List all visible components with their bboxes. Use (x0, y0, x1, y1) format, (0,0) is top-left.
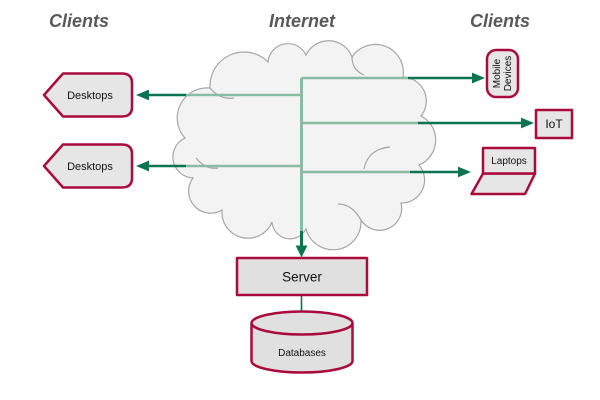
node-iot: IoT (534, 108, 574, 140)
node-desktops-top: Desktops (42, 72, 134, 118)
cloud-shape (172, 40, 437, 251)
connector-cloud-server (295, 231, 308, 258)
connector-cloud-mobile (408, 72, 485, 84)
arrowhead-right-icon (458, 166, 471, 178)
database-cylinder-shape (250, 310, 354, 374)
arrowhead-left-icon (136, 160, 149, 172)
arrowhead-left-icon (136, 89, 149, 101)
cloud-internal-links (186, 76, 418, 231)
server-shape (235, 256, 369, 297)
laptop-screen-shape (481, 146, 537, 175)
cloud-detail-arc (363, 146, 391, 170)
desktop-shape (42, 143, 134, 189)
mobile-devices-label-line2: Devices (503, 56, 514, 92)
cloud-detail-arc (351, 56, 365, 76)
iot-shape (534, 108, 574, 140)
arrowhead-down-icon (295, 245, 308, 258)
title-clients-right: Clients (470, 11, 530, 31)
database-cylinder-top-arc (250, 322, 354, 336)
server-label: Server (282, 270, 322, 285)
internet-cloud (172, 40, 437, 251)
desktops-bottom-label: Desktops (67, 161, 113, 173)
connector-cloud-iot (418, 117, 534, 129)
cloud-detail-arc (209, 87, 235, 99)
arrowhead-right-icon (472, 72, 485, 84)
arrowhead-right-icon (521, 117, 534, 129)
desktop-shape (42, 72, 134, 118)
node-databases: Databases (250, 310, 354, 374)
connector-cloud-desktops-top (136, 89, 186, 101)
node-mobile-devices: Mobile Devices (485, 48, 520, 99)
title-internet: Internet (269, 11, 336, 31)
laptop-keyboard-shape (470, 172, 537, 196)
node-server: Server (235, 256, 369, 297)
cloud-detail-arc (337, 203, 362, 221)
desktops-top-label: Desktops (67, 90, 113, 102)
connector-cloud-desktops-bottom (136, 160, 186, 172)
connector-cloud-laptops (410, 166, 471, 178)
iot-label: IoT (545, 117, 563, 131)
node-desktops-bottom: Desktops (42, 143, 134, 189)
laptops-label: Laptops (491, 156, 527, 167)
node-laptops: Laptops (470, 146, 537, 196)
databases-label: Databases (278, 348, 326, 359)
mobile-devices-shape (485, 48, 520, 99)
mobile-devices-label-line1: Mobile (492, 58, 503, 88)
title-clients-left: Clients (49, 11, 109, 31)
mobile-devices-label-group: Mobile Devices (492, 56, 514, 92)
